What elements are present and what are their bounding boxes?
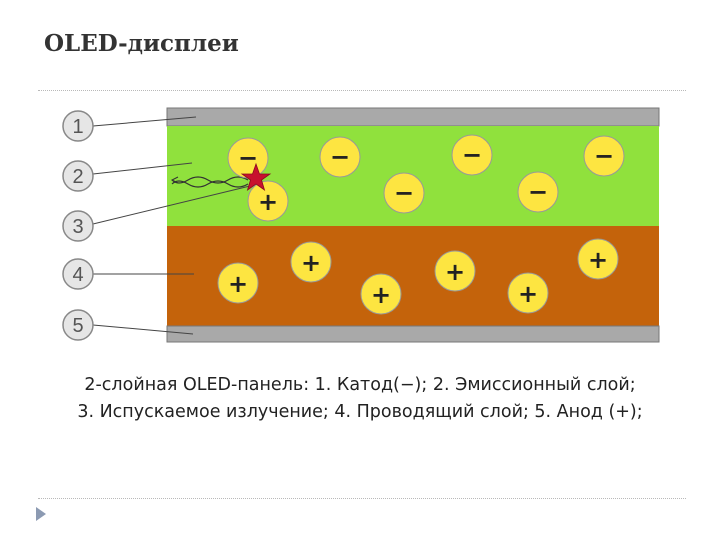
caption-line-2: 3. Испускаемое излучение; 4. Проводящий … bbox=[77, 402, 643, 423]
leader-line-3 bbox=[92, 185, 251, 225]
svg-text:−: − bbox=[594, 142, 614, 170]
hole-1: + bbox=[247, 180, 289, 222]
electron-2: − bbox=[319, 136, 361, 178]
svg-text:+: + bbox=[588, 246, 608, 274]
electron-6: − bbox=[517, 171, 559, 213]
svg-text:1: 1 bbox=[72, 116, 83, 138]
anode-layer bbox=[166, 325, 660, 343]
layer-labels: 1 2 3 4 5 bbox=[62, 110, 94, 341]
hole-3: + bbox=[290, 241, 332, 283]
hole-5: + bbox=[434, 250, 476, 292]
hole-4: + bbox=[360, 273, 402, 315]
svg-text:+: + bbox=[301, 249, 321, 277]
electrons: − − − − − − bbox=[227, 134, 625, 214]
svg-text:−: − bbox=[528, 178, 548, 206]
svg-text:3: 3 bbox=[72, 216, 83, 238]
svg-text:+: + bbox=[371, 281, 391, 309]
leader-line-5 bbox=[92, 324, 194, 335]
svg-text:2: 2 bbox=[72, 166, 83, 188]
play-arrow-icon[interactable] bbox=[36, 507, 46, 521]
page-title: OLED-дисплеи bbox=[44, 30, 239, 57]
hole-7: + bbox=[577, 238, 619, 280]
hole-6: + bbox=[507, 272, 549, 314]
svg-text:4: 4 bbox=[72, 264, 83, 286]
svg-text:+: + bbox=[258, 188, 278, 216]
emitted-radiation-waves bbox=[170, 176, 249, 188]
diagram-caption: 2-слойная OLED-панель: 1. Катод(−); 2. Э… bbox=[0, 372, 720, 426]
label-4: 4 bbox=[62, 258, 94, 290]
svg-text:5: 5 bbox=[72, 315, 83, 337]
svg-text:−: − bbox=[462, 141, 482, 169]
svg-text:−: − bbox=[394, 179, 414, 207]
svg-text:+: + bbox=[228, 270, 248, 298]
svg-text:−: − bbox=[330, 143, 350, 171]
electron-3: − bbox=[451, 134, 493, 176]
electron-5: − bbox=[383, 172, 425, 214]
label-3: 3 bbox=[62, 210, 94, 242]
svg-text:+: + bbox=[445, 258, 465, 286]
oled-layer-diagram: 1 2 3 4 5 − − − − − − + + + + + + bbox=[62, 107, 660, 343]
bottom-divider bbox=[38, 498, 686, 499]
svg-text:−: − bbox=[238, 144, 258, 172]
label-1: 1 bbox=[62, 110, 94, 142]
electron-1: − bbox=[227, 137, 269, 179]
electron-4: − bbox=[583, 135, 625, 177]
svg-text:+: + bbox=[518, 280, 538, 308]
hole-2: + bbox=[217, 262, 259, 304]
caption-line-1: 2-слойная OLED-панель: 1. Катод(−); 2. Э… bbox=[84, 375, 636, 395]
cathode-layer bbox=[166, 107, 660, 127]
top-divider bbox=[38, 90, 686, 91]
leader-line-1 bbox=[92, 116, 197, 127]
leader-line-2 bbox=[92, 162, 193, 175]
recombination-star-icon bbox=[240, 162, 272, 191]
label-2: 2 bbox=[62, 160, 94, 192]
label-5: 5 bbox=[62, 309, 94, 341]
holes: + + + + + + + bbox=[217, 180, 619, 315]
